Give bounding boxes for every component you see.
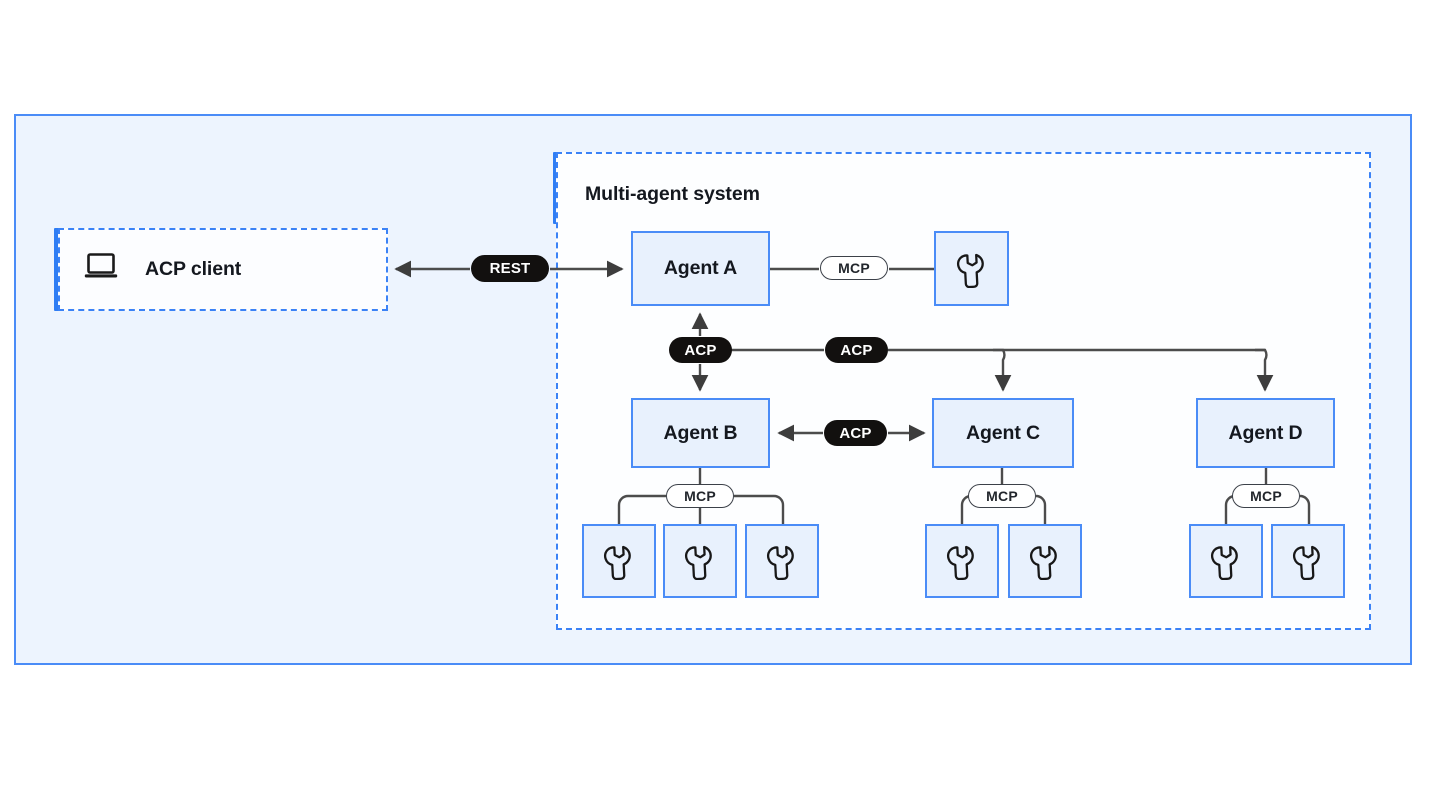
agent-c-label: Agent C: [965, 421, 1041, 444]
agent-d-box[interactable]: Agent D: [1196, 398, 1335, 468]
acp-badge-agent-b-c: ACP: [824, 420, 887, 446]
wrench-icon: [943, 542, 981, 580]
tool-box-c2[interactable]: [1008, 524, 1082, 598]
tool-box-a1[interactable]: [934, 231, 1009, 306]
mcp-badge-agent-c: MCP: [968, 484, 1036, 508]
agent-d-label: Agent D: [1228, 421, 1303, 444]
acp-client-accent-bar: [54, 228, 60, 311]
agent-a-box[interactable]: Agent A: [631, 231, 770, 306]
wrench-icon: [681, 542, 719, 580]
acp-badge-agent-a-bus: ACP: [825, 337, 888, 363]
acp-client-label: ACP client: [145, 258, 242, 280]
acp-badge-agent-a-b: ACP: [669, 337, 732, 363]
wrench-icon: [1026, 542, 1064, 580]
agent-b-box[interactable]: Agent B: [631, 398, 770, 468]
tool-box-c1[interactable]: [925, 524, 999, 598]
multi-agent-system-label: Multi-agent system: [585, 183, 760, 205]
tool-box-d2[interactable]: [1271, 524, 1345, 598]
agent-c-box[interactable]: Agent C: [932, 398, 1074, 468]
wrench-icon: [763, 542, 801, 580]
wrench-icon: [1289, 542, 1327, 580]
agent-b-label: Agent B: [663, 421, 738, 444]
agent-a-label: Agent A: [663, 257, 738, 279]
tool-box-b1[interactable]: [582, 524, 656, 598]
wrench-icon: [600, 542, 638, 580]
laptop-icon: [84, 252, 118, 280]
wrench-icon: [1207, 542, 1245, 580]
wrench-icon: [953, 250, 991, 288]
mcp-badge-agent-b: MCP: [666, 484, 734, 508]
mcp-badge-agent-d: MCP: [1232, 484, 1300, 508]
tool-box-b3[interactable]: [745, 524, 819, 598]
tool-box-b2[interactable]: [663, 524, 737, 598]
tool-box-d1[interactable]: [1189, 524, 1263, 598]
mcp-badge-agent-a: MCP: [820, 256, 888, 280]
rest-badge: REST: [471, 255, 549, 282]
